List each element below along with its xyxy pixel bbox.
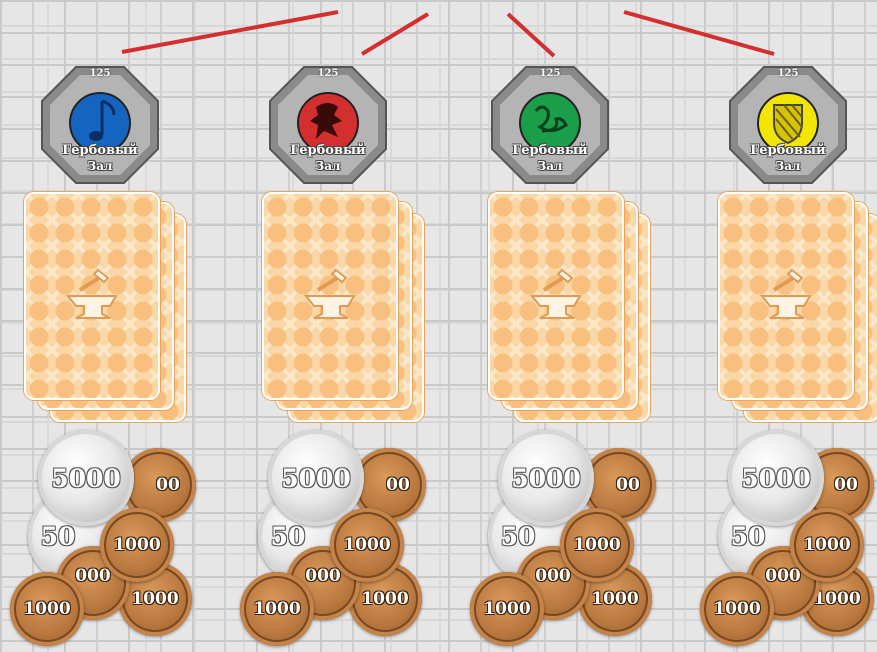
hall-token-red[interactable]: 125 Гербовый Зал [268,65,388,185]
card-deck-green[interactable] [488,192,658,427]
anvil-hammer-icon [756,266,816,326]
bronze-coin: 1000 [560,508,634,582]
connector-line-red [362,14,428,54]
hall-token-yellow[interactable]: 125 Гербовый Зал [728,65,848,185]
bronze-coin: 1000 [700,572,774,646]
token-title: Гербовый [490,143,610,158]
card-top[interactable] [262,192,398,400]
connector-line-blue [122,12,338,52]
token-subtitle: Зал [40,159,160,173]
token-cost: 125 [268,68,388,79]
anvil-hammer-icon [62,266,122,326]
bronze-coin: 1000 [790,508,864,582]
token-subtitle: Зал [268,159,388,173]
token-title: Гербовый [40,143,160,158]
token-subtitle: Зал [728,159,848,173]
bronze-coin: 1000 [330,508,404,582]
hall-token-blue[interactable]: 125 Гербовый Зал [40,65,160,185]
token-cost: 125 [728,68,848,79]
card-top[interactable] [718,192,854,400]
hall-token-green[interactable]: 125 Гербовый Зал [490,65,610,185]
bronze-coin: 1000 [470,572,544,646]
anvil-hammer-icon [300,266,360,326]
card-deck-yellow[interactable] [718,192,877,427]
token-subtitle: Зал [490,159,610,173]
bronze-coin: 1000 [240,572,314,646]
connector-line-green [508,14,554,56]
bronze-coin: 1000 [100,508,174,582]
connector-line-yellow [624,12,774,54]
card-top[interactable] [24,192,160,400]
token-cost: 125 [40,68,160,79]
card-deck-red[interactable] [262,192,432,427]
card-deck-blue[interactable] [24,192,194,427]
anvil-hammer-icon [526,266,586,326]
bronze-coin: 1000 [10,572,84,646]
token-cost: 125 [490,68,610,79]
card-top[interactable] [488,192,624,400]
token-title: Гербовый [728,143,848,158]
token-title: Гербовый [268,143,388,158]
